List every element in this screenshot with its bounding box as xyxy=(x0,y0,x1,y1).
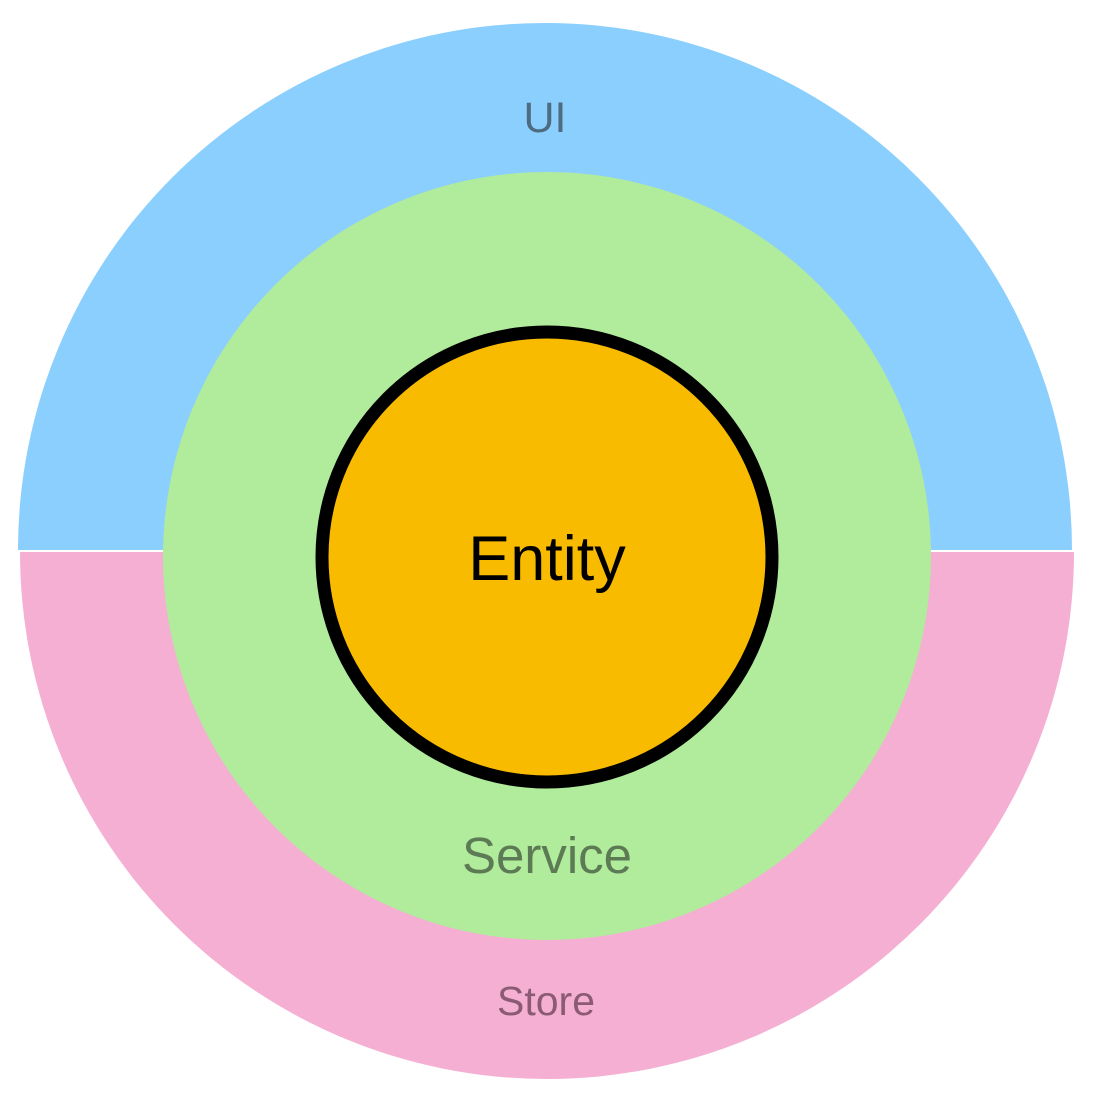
service-label: Service xyxy=(462,827,632,884)
entity-layer xyxy=(315,325,779,789)
store-label: Store xyxy=(497,978,595,1024)
ui-label: UI xyxy=(524,94,567,142)
entity-label: Entity xyxy=(468,524,626,594)
